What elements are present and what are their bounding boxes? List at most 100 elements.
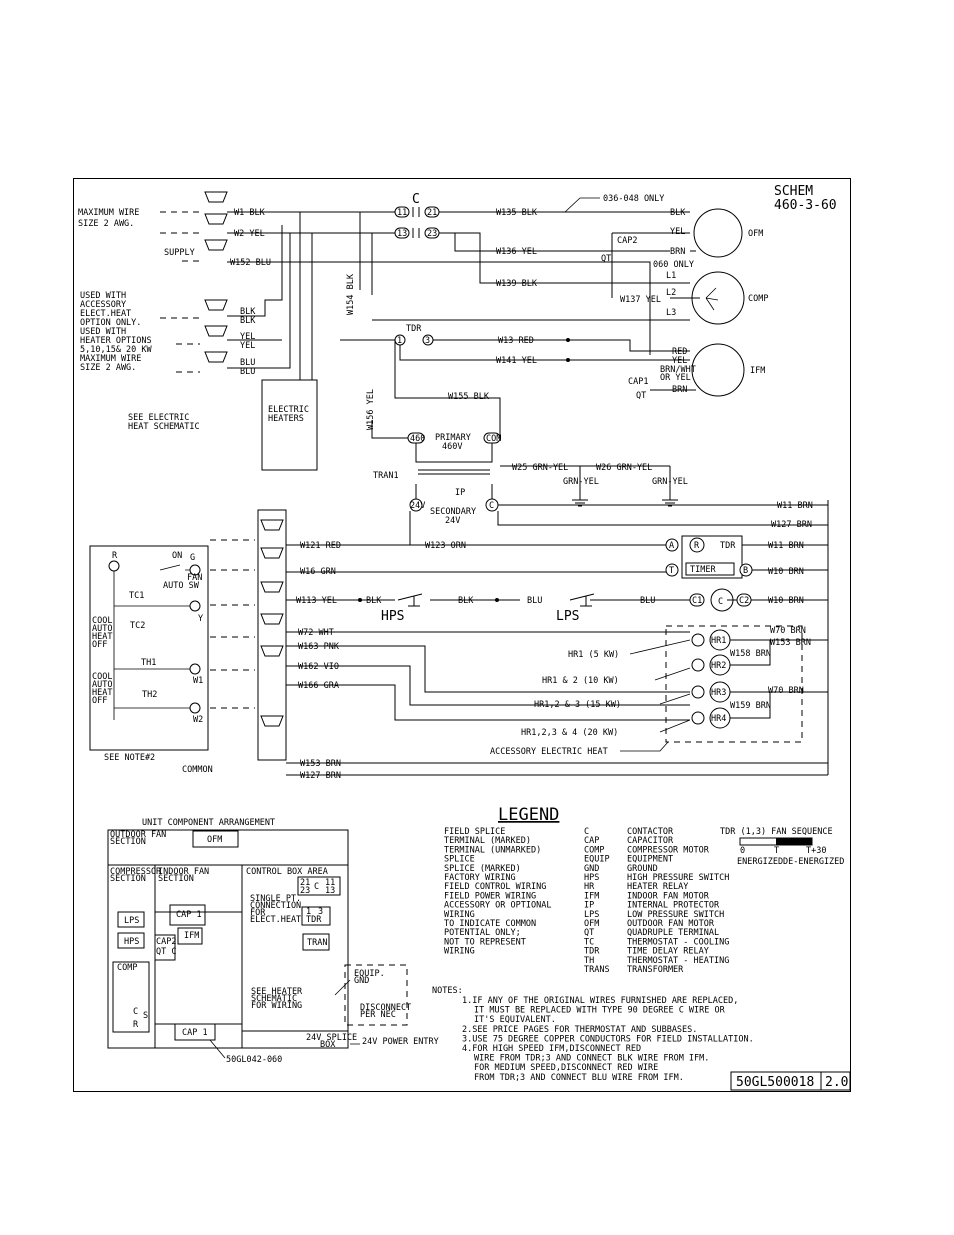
cap2-label: CAP2 — [617, 236, 637, 246]
electric-heaters-label: ELECTRIC — [268, 405, 309, 415]
legend-symbol-8: ACCESSORY OR OPTIONAL — [444, 901, 551, 911]
arr-tdr-1: 1 — [306, 907, 311, 917]
qt2-label: QT — [636, 391, 646, 401]
legend-abbr-3: EQUIP — [584, 855, 610, 865]
cool-label-2: COOL — [92, 672, 112, 682]
arr-ofm: OFM — [207, 835, 222, 845]
wire-w156: W156 YEL — [366, 389, 376, 430]
auto-label: AUTO — [92, 624, 112, 634]
legend-desc-0: CONTACTOR — [627, 827, 674, 837]
arr-comp-s: S — [143, 1011, 148, 1021]
accessory-heat-label: ACCESSORY ELECTRIC HEAT — [490, 747, 608, 757]
tdr-label: TDR — [406, 324, 422, 334]
legend-symbol-1: TERMINAL (MARKED) — [444, 836, 531, 846]
primary-label: PRIMARY — [435, 433, 471, 443]
arr-comp-c: C — [133, 1007, 138, 1017]
hps-label: HPS — [381, 609, 404, 624]
secondary-label: SECONDARY — [430, 507, 476, 517]
revision: 2.0 — [825, 1075, 848, 1090]
wire-w70-b: W70 BRN — [768, 686, 804, 696]
ifm-motor — [691, 343, 745, 397]
note-line-6: WIRE FROM TDR;3 AND CONNECT BLK WIRE FRO… — [474, 1054, 709, 1064]
ifm-yel: YEL — [672, 356, 687, 366]
terminal-a-label: A — [669, 541, 674, 551]
legend-abbr-13: TDR — [584, 947, 600, 957]
arr-tdr-3: 3 — [318, 907, 323, 917]
wire-w2: W2 YEL — [234, 229, 265, 239]
wire-w1: W1 BLK — [234, 208, 266, 218]
comp-l1: L1 — [666, 271, 676, 281]
cool-label: COOL — [92, 616, 112, 626]
legend-symbol-3: SPLICE — [444, 855, 475, 865]
note-line-7: FOR MEDIUM SPEED,DISCONNECT RED WIRE — [474, 1063, 658, 1073]
legend-symbol-10: TO INDICATE COMMON — [444, 919, 536, 929]
legend-desc-10: OUTDOOR FAN MOTOR — [627, 919, 715, 929]
ifm-label: IFM — [750, 366, 765, 376]
note-line-4: 3.USE 75 DEGREE COPPER CONDUCTORS FOR FI… — [462, 1034, 754, 1044]
arr-c21: 21 — [300, 878, 310, 888]
legend-desc-9: LOW PRESSURE SWITCH — [627, 910, 724, 920]
fan-label: FAN — [187, 573, 202, 583]
note-line-0: 1.IF ANY OF THE ORIGINAL WIRES FURNISHED… — [462, 996, 738, 1006]
thermostat-w1: W1 — [193, 676, 203, 686]
terminal-11-label: 11 — [397, 208, 407, 218]
terminal-24v-label: 24V — [410, 501, 425, 511]
contactor-coil — [710, 588, 734, 612]
tdr-deenergized: DE-ENERGIZED — [783, 857, 844, 867]
note-kw: 5,10,15& 20 KW — [80, 345, 153, 355]
wire-w123: W123 ORN — [425, 541, 466, 551]
thermostat-g: G — [190, 553, 195, 563]
tdr-t3-label: 3 — [425, 336, 430, 346]
legend-abbr-2: COMP — [584, 845, 604, 855]
terminal-c-label: C — [489, 501, 494, 511]
wire-w25: W25 GRN-YEL — [512, 463, 568, 473]
splice-box-2: BOX — [320, 1040, 336, 1050]
note-size-2: SIZE 2 AWG. — [80, 363, 136, 373]
legend-abbr-10: OFM — [584, 919, 599, 929]
wire-w163: W163 PNK — [298, 642, 340, 652]
indoor-fan-section: INDOOR FAN — [158, 867, 209, 877]
see-note-2: SEE NOTE#2 — [104, 753, 155, 763]
ofm-blk: BLK — [670, 208, 686, 218]
legend-symbol-11: POTENTIAL ONLY; — [444, 928, 521, 938]
secondary-voltage: 24V — [445, 516, 460, 526]
legend-symbol-0: FIELD SPLICE — [444, 827, 505, 837]
wire-w11-mid: W11 BRN — [768, 541, 804, 551]
note-line-3: 2.SEE PRICE PAGES FOR THERMOSTAT AND SUB… — [462, 1025, 697, 1035]
arr-tdr: TDR — [306, 915, 322, 925]
legend-symbol-7: FIELD POWER WIRING — [444, 891, 536, 901]
thermostat-box — [89, 545, 209, 751]
timer-tdr-label: TDR — [720, 541, 736, 551]
note-see-electric: SEE ELECTRIC — [128, 413, 189, 423]
arr-qtc: QT C — [156, 947, 176, 957]
indoor-section-label: SECTION — [158, 874, 194, 884]
wire-w10-mid: W10 BRN — [768, 567, 804, 577]
accessory-heat-box — [665, 625, 803, 743]
note-used-with: USED WITH — [80, 327, 126, 337]
wire-w135: W135 BLK — [496, 208, 538, 218]
wire-w72: W72 WHT — [298, 628, 334, 638]
see-heater-3: FOR WIRING — [251, 1001, 302, 1011]
legend-abbr-12: TC — [584, 937, 594, 947]
terminal-strip-splices — [260, 519, 284, 727]
wire-blu-c: BLU — [527, 596, 542, 606]
comp-l2: L2 — [666, 288, 676, 298]
legend-abbr-8: IP — [584, 901, 594, 911]
heat-label: HEAT — [92, 632, 112, 642]
ifm-or-yel: OR YEL — [660, 373, 691, 383]
arr-model: 50GL042-060 — [226, 1055, 282, 1065]
note-option-only: OPTION ONLY. — [80, 318, 141, 328]
hr2-label: HR2 — [711, 661, 726, 671]
terminal-t-label: T — [669, 566, 674, 576]
legend-symbol-4: SPLICE (MARKED) — [444, 864, 521, 874]
lps-label: LPS — [556, 609, 579, 624]
ofm-label: OFM — [748, 229, 763, 239]
thermostat-r: R — [112, 551, 118, 561]
component-arrangement — [107, 829, 408, 1049]
coil-c-label: C — [718, 597, 723, 607]
ifm-brnwht: BRN/WHT — [660, 365, 696, 375]
legend-desc-1: CAPACITOR — [627, 836, 674, 846]
single-pt-2: CONNECTION — [250, 901, 301, 911]
note-036-048: 036-048 ONLY — [603, 194, 664, 204]
note-max-wire-size: SIZE 2 AWG. — [78, 219, 134, 229]
